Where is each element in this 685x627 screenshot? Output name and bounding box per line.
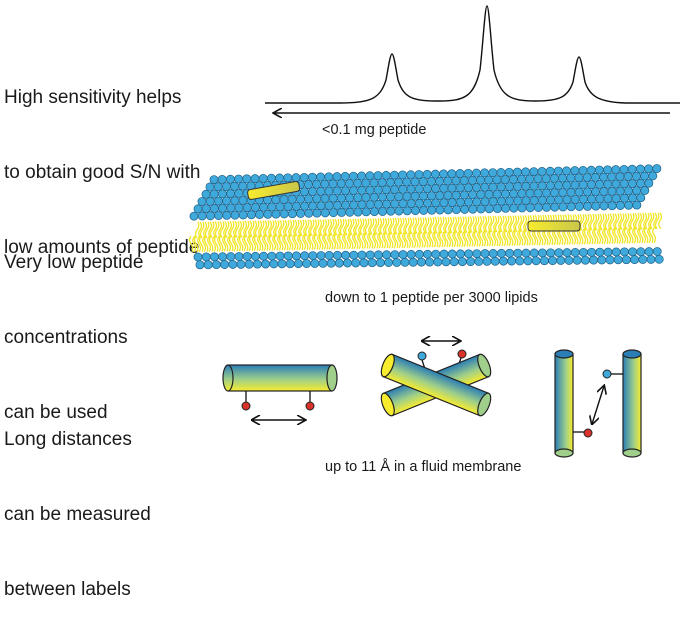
spin-label-icon [457, 349, 467, 359]
crossed-helices-icon [380, 341, 492, 417]
text-line: Very low peptide [4, 252, 144, 273]
spin-label-icon [241, 401, 251, 411]
text-line: concentrations [4, 327, 128, 348]
text-line: can be used [4, 402, 108, 423]
text-line: low amounts of peptide [4, 237, 200, 258]
lipid-bilayer-icon [188, 164, 664, 270]
surface-peptide-icon [247, 181, 301, 200]
nmr-spectrum-icon [265, 5, 680, 113]
double-arrow-icon [592, 386, 604, 424]
text-line: to obtain good S/N with [4, 162, 201, 183]
horizontal-helix-icon [222, 364, 338, 420]
spin-label-icon [305, 401, 315, 411]
spin-label-icon [602, 369, 612, 379]
distance-caption: up to 11 Å in a fluid membrane [325, 459, 522, 475]
embedded-peptide-icon [527, 220, 581, 232]
spin-label-icon [583, 428, 593, 438]
illustration-canvas [188, 5, 680, 458]
concentration-caption: down to 1 peptide per 3000 lipids [325, 290, 538, 306]
sensitivity-caption: <0.1 mg peptide [322, 122, 427, 138]
text-line: High sensitivity helps [4, 87, 182, 108]
sensitivity-text: High sensitivity helps to obtain good S/… [4, 35, 200, 285]
text-line: can be measured [4, 504, 151, 525]
text-line: between labels [4, 579, 131, 600]
vertical-helices-icon [554, 349, 642, 458]
spin-label-icon [417, 351, 427, 361]
spectrum-trace [265, 5, 680, 104]
text-line: Long distances [4, 429, 132, 450]
concentration-text: Very low peptide concentrations can be u… [4, 200, 143, 450]
